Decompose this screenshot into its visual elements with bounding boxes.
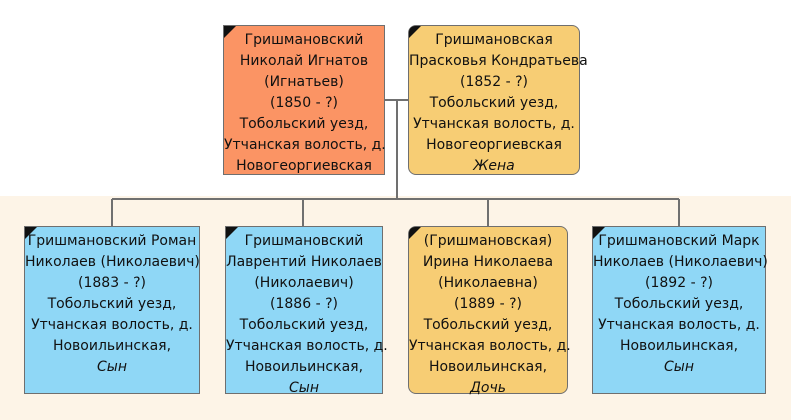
- deceased-mark-icon: [25, 227, 37, 239]
- relation-label: Жена: [473, 158, 515, 174]
- person-text-line: (Николаевна): [438, 275, 538, 291]
- person-text-line: Новоильинская,: [619, 338, 739, 354]
- person-text-line: Утчанская волость, д.: [226, 338, 388, 354]
- person-card-child-3[interactable]: (Гришмановская) Ирина Николаева (Николае…: [408, 226, 571, 396]
- person-text-line: Тобольский уезд,: [429, 95, 559, 111]
- person-text-line: Утчанская волость, д.: [31, 317, 193, 333]
- person-text-line: Лаврентий Николаев: [226, 254, 382, 270]
- person-text-line: (1852 - ?): [460, 74, 528, 90]
- deceased-mark-icon: [224, 26, 236, 38]
- person-text-line: (1850 - ?): [270, 95, 338, 111]
- deceased-mark-icon: [593, 227, 605, 239]
- person-text-line: Утчанская волость, д.: [224, 137, 386, 153]
- person-text-line: Николай Игнатов: [239, 53, 369, 69]
- person-text-line: Новогеоргиевская: [426, 137, 562, 153]
- person-text-line: Тобольский уезд,: [47, 296, 177, 312]
- person-text-line: (Николаевич): [254, 275, 354, 291]
- person-text-line: Тобольский уезд,: [614, 296, 744, 312]
- deceased-mark-icon: [226, 227, 238, 239]
- person-card-child-2[interactable]: Гришмановский Лаврентий Николаев (Никола…: [225, 226, 388, 396]
- person-text-line: (1883 - ?): [78, 275, 146, 291]
- deceased-mark-icon: [409, 227, 421, 239]
- relation-label: Дочь: [469, 380, 507, 396]
- person-text-line: Новогеоргиевская: [236, 158, 372, 174]
- person-text-line: (Гришмановская): [423, 233, 553, 249]
- person-text-line: Николаев (Николаевич): [25, 254, 200, 270]
- person-text-line: (1889 - ?): [454, 296, 522, 312]
- person-text-line: Тобольский уезд,: [239, 116, 369, 132]
- person-card-child-4[interactable]: Гришмановский Марк Николаев (Николаевич)…: [592, 226, 768, 394]
- person-text-line: Тобольский уезд,: [239, 317, 369, 333]
- person-text-line: (1892 - ?): [645, 275, 713, 291]
- person-text-line: Новоильинская,: [52, 338, 172, 354]
- person-text-line: Утчанская волость, д.: [409, 338, 571, 354]
- person-text-line: Новоильинская,: [428, 359, 548, 375]
- relation-label: Сын: [664, 359, 694, 375]
- person-text-line: Гришмановский: [244, 233, 364, 249]
- person-card-mother[interactable]: Гришмановская Прасковья Кондратьева (185…: [408, 25, 588, 175]
- person-text-line: Гришмановский Марк: [598, 233, 760, 249]
- person-text-line: Гришмановская: [435, 32, 553, 48]
- person-text-line: Тобольский уезд,: [423, 317, 553, 333]
- person-text-line: Гришмановский: [244, 32, 364, 48]
- person-text-line: Утчанская волость, д.: [413, 116, 575, 132]
- person-text-line: (Игнатьев): [264, 74, 344, 90]
- person-card-father[interactable]: Гришмановский Николай Игнатов (Игнатьев)…: [223, 25, 386, 175]
- deceased-mark-icon: [409, 26, 421, 38]
- person-text-line: Утчанская волость, д.: [598, 317, 760, 333]
- person-text-line: Ирина Николаева: [422, 254, 554, 270]
- person-text-line: Николаев (Николаевич): [593, 254, 768, 270]
- relation-label: Сын: [97, 359, 127, 375]
- person-text-line: Прасковья Кондратьева: [409, 53, 588, 69]
- person-text-line: Новоильинская,: [244, 359, 364, 375]
- relation-label: Сын: [289, 380, 319, 396]
- person-text-line: Гришмановский Роман: [27, 233, 197, 249]
- person-text-line: (1886 - ?): [270, 296, 338, 312]
- person-card-child-1[interactable]: Гришмановский Роман Николаев (Николаевич…: [24, 226, 200, 394]
